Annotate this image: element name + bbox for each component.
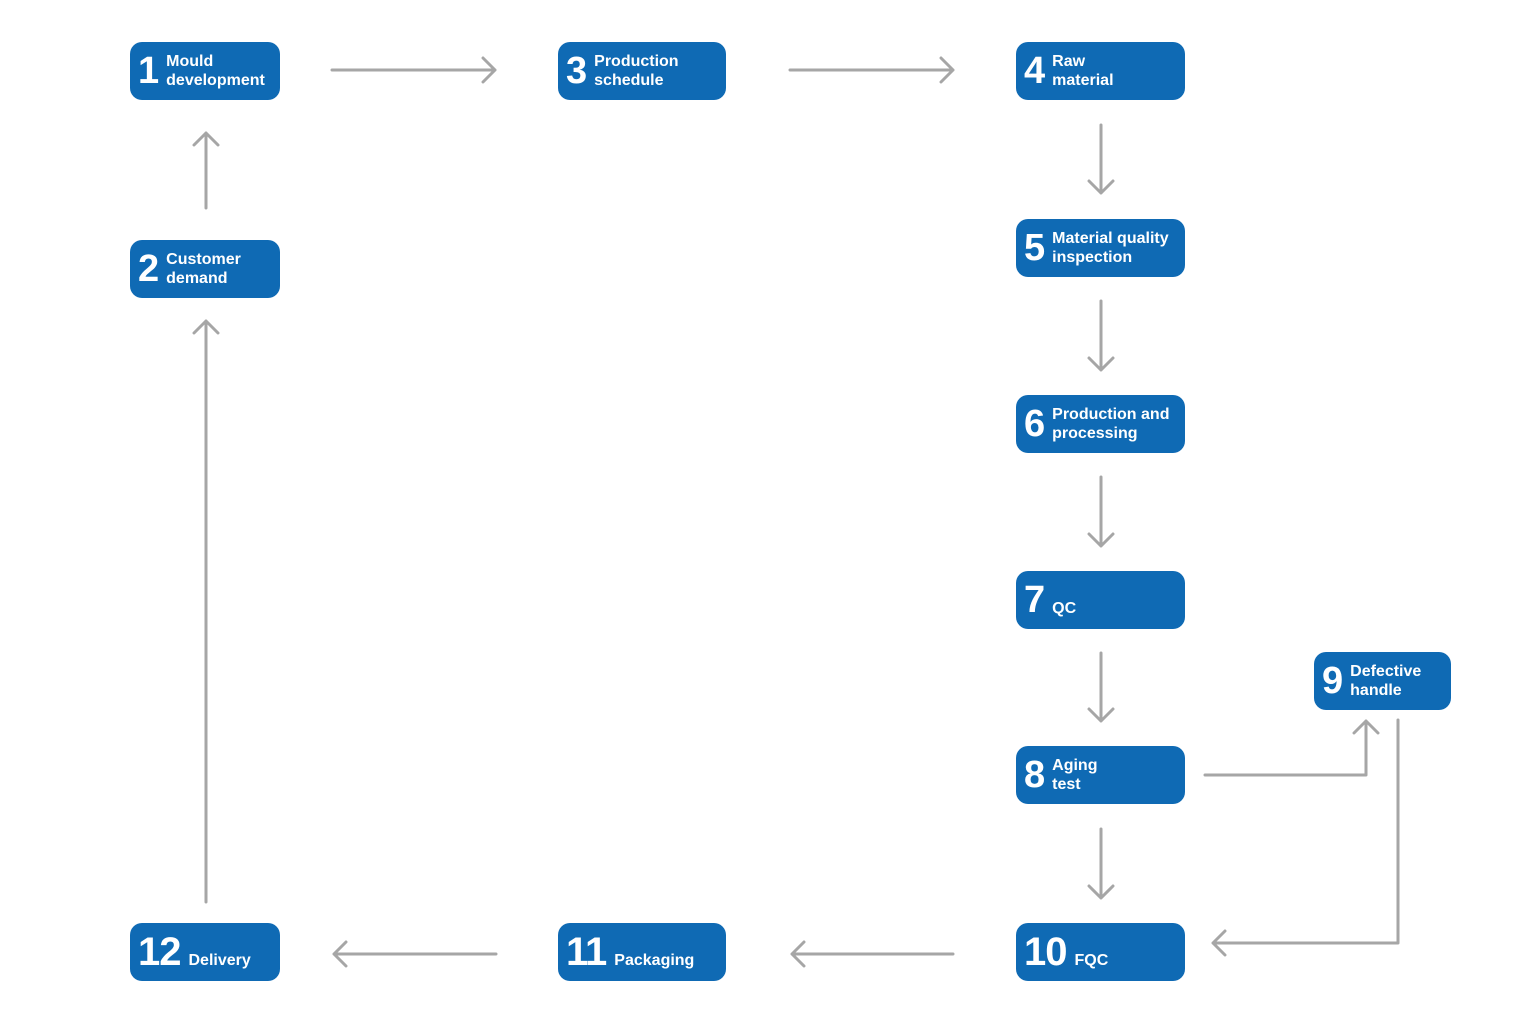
step-label: Defective handle xyxy=(1350,663,1422,699)
step-number: 5 xyxy=(1024,227,1045,269)
step-2-customer-demand: 2 Customer demand xyxy=(130,240,280,298)
step-label: Material quality inspection xyxy=(1052,230,1169,266)
step-number: 1 xyxy=(138,50,159,92)
step-label: Production schedule xyxy=(594,53,679,89)
step-label: Customer demand xyxy=(166,251,241,287)
step-label: Raw material xyxy=(1052,53,1114,89)
arrow-11-to-12 xyxy=(332,940,498,968)
step-label: Mould development xyxy=(166,53,265,89)
step-number: 12 xyxy=(138,930,181,974)
step-label: FQC xyxy=(1074,952,1109,969)
step-11-packaging: 11 Packaging xyxy=(558,923,726,981)
step-1-mould-development: 1 Mould development xyxy=(130,42,280,100)
arrow-12-to-2 xyxy=(192,319,220,904)
step-3-production-schedule: 3 Production schedule xyxy=(558,42,726,100)
step-number: 2 xyxy=(138,248,159,290)
arrow-6-to-7 xyxy=(1087,475,1115,548)
step-5-material-quality-inspection: 5 Material quality inspection xyxy=(1016,219,1185,277)
step-label: QC xyxy=(1052,600,1077,617)
step-number: 3 xyxy=(566,50,587,92)
arrow-9-to-10 xyxy=(1211,718,1400,957)
step-label: Aging test xyxy=(1052,757,1098,793)
step-label: Packaging xyxy=(614,952,695,969)
arrow-8-to-9 xyxy=(1203,719,1380,777)
arrow-8-to-10 xyxy=(1087,827,1115,900)
step-4-raw-material: 4 Raw material xyxy=(1016,42,1185,100)
step-number: 6 xyxy=(1024,403,1045,445)
arrow-4-to-5 xyxy=(1087,123,1115,195)
arrow-3-to-4 xyxy=(788,56,955,84)
step-number: 10 xyxy=(1024,930,1067,974)
arrow-7-to-8 xyxy=(1087,651,1115,723)
step-7-qc: 7 QC xyxy=(1016,571,1185,629)
step-number: 4 xyxy=(1024,50,1045,92)
step-label: Delivery xyxy=(188,952,251,969)
step-number: 7 xyxy=(1024,579,1045,621)
arrow-10-to-11 xyxy=(790,940,955,968)
step-6-production-and-processing: 6 Production and processing xyxy=(1016,395,1185,453)
step-label: Production and processing xyxy=(1052,406,1170,442)
step-8-aging-test: 8 Aging test xyxy=(1016,746,1185,804)
step-9-defective-handle: 9 Defective handle xyxy=(1314,652,1451,710)
arrow-5-to-6 xyxy=(1087,299,1115,372)
arrow-1-to-3 xyxy=(330,56,497,84)
step-12-delivery: 12 Delivery xyxy=(130,923,280,981)
arrow-2-to-1 xyxy=(192,131,220,210)
step-number: 9 xyxy=(1322,660,1343,702)
step-10-fqc: 10 FQC xyxy=(1016,923,1185,981)
step-number: 8 xyxy=(1024,754,1045,796)
step-number: 11 xyxy=(566,930,607,974)
